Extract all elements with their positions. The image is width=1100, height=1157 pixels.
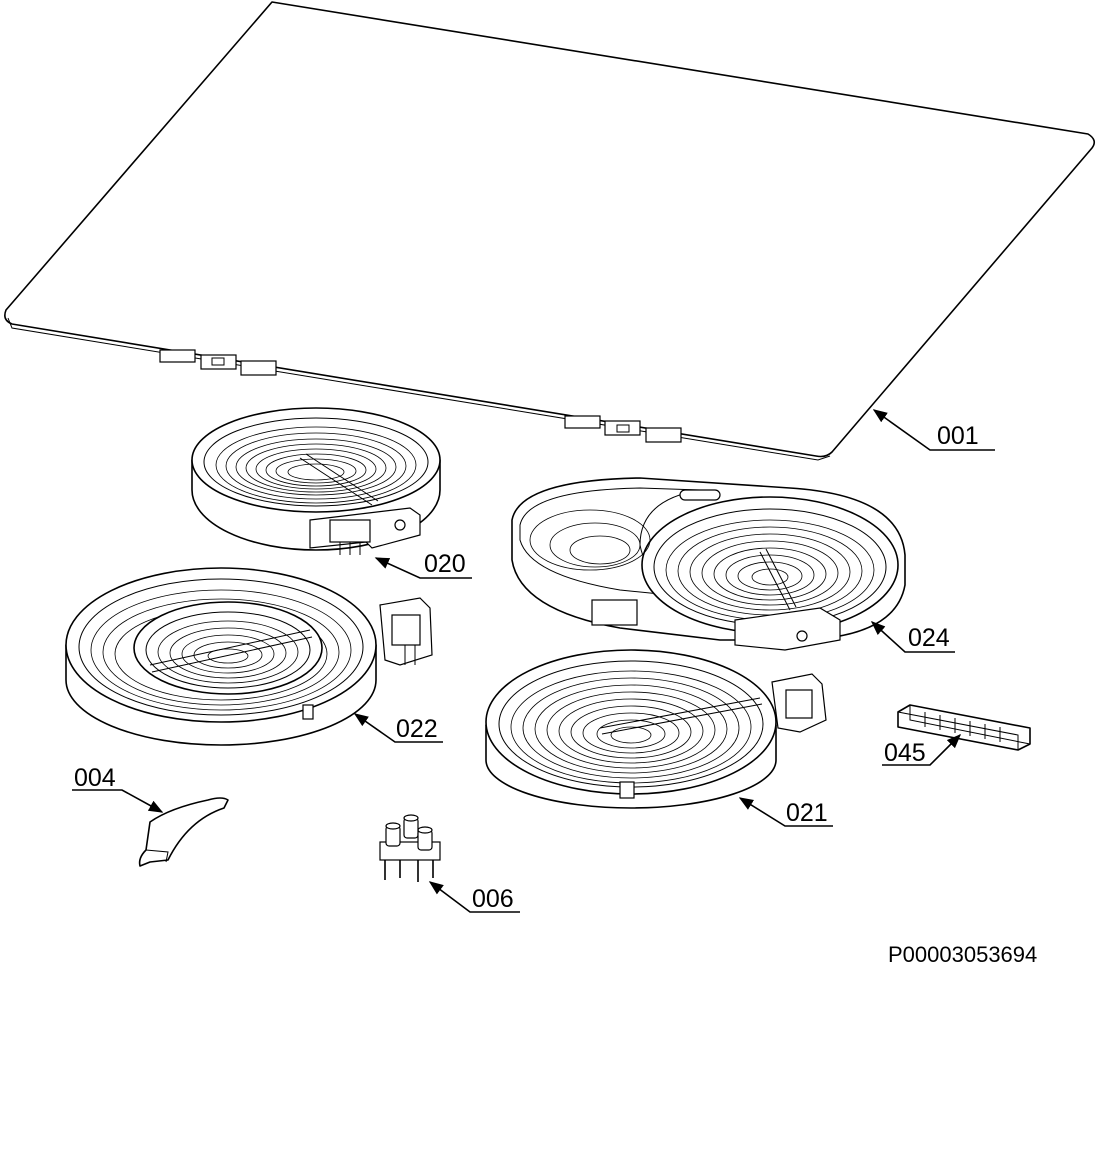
glass-ceramic-top	[4, 1, 1096, 461]
terminal-strip-045	[897, 704, 1031, 751]
callout-020: 020	[424, 550, 466, 578]
callout-045: 045	[884, 739, 926, 767]
callout-021: 021	[786, 799, 828, 827]
heating-element-022	[65, 567, 433, 746]
callout-004: 004	[74, 764, 116, 792]
callout-024: 024	[908, 624, 950, 652]
callout-022: 022	[396, 715, 438, 743]
heating-element-020	[191, 407, 441, 555]
heating-element-024	[511, 477, 906, 651]
connector-006	[379, 814, 441, 882]
drawing-number: P00003053694	[888, 942, 1037, 967]
leader-lines	[72, 409, 995, 913]
callout-001: 001	[937, 422, 979, 450]
heating-element-021	[485, 649, 827, 809]
callout-006: 006	[472, 885, 514, 913]
clip-004	[138, 797, 229, 867]
